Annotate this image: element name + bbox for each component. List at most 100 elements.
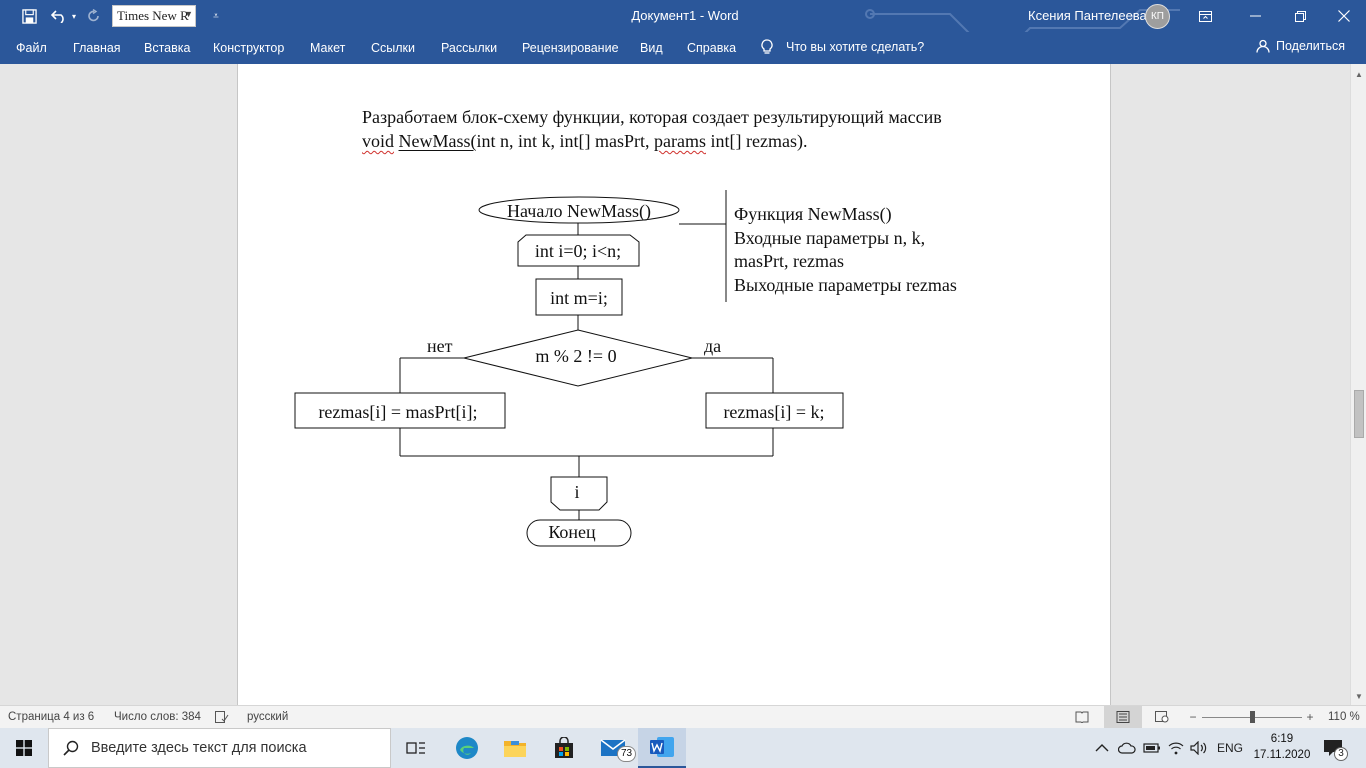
tell-me-label: Что вы хотите сделать? [786,40,925,54]
ribbon-display-options-icon[interactable] [1186,0,1224,32]
save-icon[interactable] [16,0,42,32]
loop-end-label: i [574,482,579,502]
windows-start-icon[interactable] [0,728,48,768]
page-count[interactable]: Страница 4 из 6 [8,711,95,723]
word-void: void [362,131,395,151]
avatar[interactable]: КП [1145,4,1170,29]
search-placeholder: Введите здесь текст для поиска [91,740,307,756]
loop-end-block[interactable] [550,476,608,511]
condition-diamond[interactable] [463,329,693,387]
read-mode-icon[interactable] [1074,709,1090,725]
condition-label: m % 2 != 0 [535,346,616,366]
zoom-in-icon[interactable]: + [1306,710,1314,724]
tab-references[interactable]: Ссылки [371,41,416,55]
wifi-icon[interactable] [1168,728,1184,768]
comment-line-1: Функция NewMass() [734,204,892,225]
chevron-down-icon[interactable]: ▼ [184,9,193,19]
document-title: Документ1 - Word [631,8,739,23]
yes-label: да [704,336,721,356]
assign-block[interactable] [535,278,623,316]
comment-line-4: Выходные параметры rezmas [734,275,957,295]
customize-qat-icon[interactable]: ⩡ [213,10,219,22]
yes-branch-label: rezmas[i] = k; [723,402,824,422]
clock[interactable]: 6:19 17.11.2020 [1252,731,1312,763]
notification-center-icon[interactable]: 3 [1323,728,1348,768]
onedrive-icon[interactable] [1118,728,1136,768]
font-name-box[interactable]: Times New R ▼ [112,5,196,27]
tab-file[interactable]: Файл [16,41,47,55]
text-args-end: int[] rezmas). [710,131,808,151]
volume-icon[interactable] [1190,728,1208,768]
show-hidden-icons-icon[interactable] [1095,728,1109,768]
tab-insert[interactable]: Вставка [144,41,191,55]
zoom-out-icon[interactable]: − [1189,710,1197,724]
undo-dropdown-icon[interactable]: ▾ [71,11,76,21]
taskbar-search-box[interactable]: Введите здесь текст для поиска [48,728,391,768]
search-icon [63,740,79,756]
tab-layout[interactable]: Макет [310,41,346,55]
paragraph-line-2[interactable]: void NewMass(int n, int k, int[] masPrt,… [362,131,807,152]
edge-browser-icon[interactable] [443,728,491,768]
comment-line-2: Входные параметры n, k, [734,228,925,248]
mail-badge: 73 [617,746,637,762]
document-page[interactable]: Разработаем блок-схему функции, которая … [237,64,1111,705]
scroll-thumb[interactable] [1354,390,1364,438]
no-branch-label: rezmas[i] = masPrt[i]; [318,402,477,422]
share-label: Поделиться [1276,39,1346,53]
word-newmass: NewMass( [398,131,477,151]
undo-icon[interactable] [48,0,70,32]
text-args: int n, int k, int[] masPrt, [476,131,650,151]
tab-view[interactable]: Вид [640,41,663,55]
proofing-icon[interactable] [214,709,230,725]
print-layout-icon[interactable] [1104,706,1142,728]
word-params: params [654,131,706,151]
tab-review[interactable]: Рецензирование [522,41,619,55]
ribbon-tabs: Файл Главная Вставка Конструктор Макет С… [0,32,1366,64]
share-button[interactable]: Поделиться [1256,39,1345,53]
zoom-level[interactable]: 110 % [1328,711,1360,723]
paragraph-line-1[interactable]: Разработаем блок-схему функции, которая … [362,107,942,127]
task-view-icon[interactable] [392,728,440,768]
flowchart[interactable]: Начало NewMass() int i=0; i<n; int m=i; … [238,64,1112,705]
document-area[interactable]: Разработаем блок-схему функции, которая … [0,64,1350,705]
assign-label: int m=i; [550,288,608,308]
loop-start-block[interactable] [517,234,640,267]
comment-line-3: masPrt, rezmas [734,251,844,271]
tab-design[interactable]: Конструктор [213,41,285,55]
tell-me-box[interactable]: Что вы хотите сделать? [760,39,924,55]
clock-time: 6:19 [1270,733,1294,745]
no-branch-block[interactable] [294,392,506,429]
end-label: Конец [548,522,596,542]
redo-icon[interactable] [84,0,104,32]
tab-home[interactable]: Главная [73,41,121,55]
zoom-slider-thumb[interactable] [1250,711,1255,723]
font-name-value: Times New R [117,8,189,23]
language-indicator[interactable]: русский [247,711,289,723]
file-explorer-icon[interactable] [491,728,539,768]
web-layout-icon[interactable] [1154,709,1170,725]
loop-start-label: int i=0; i<n; [535,241,621,261]
mail-icon[interactable]: 73 [589,728,637,768]
word-count[interactable]: Число слов: 384 [114,711,201,723]
store-icon[interactable] [540,728,588,768]
restore-icon[interactable] [1278,0,1322,32]
end-terminator[interactable] [526,519,632,547]
notification-badge: 3 [1334,747,1348,761]
user-name[interactable]: Ксения Пантелеева [1028,8,1147,23]
tab-mailings[interactable]: Рассылки [441,41,498,55]
input-language[interactable]: ENG [1217,741,1244,755]
close-icon[interactable] [1322,0,1366,32]
word-taskbar-icon[interactable] [638,728,686,768]
scroll-down-icon[interactable]: ▼ [1355,691,1363,701]
start-terminator[interactable] [478,196,680,224]
scroll-up-icon[interactable]: ▲ [1355,69,1363,79]
no-label: нет [427,336,453,356]
title-bar: ▾ Times New R ▼ ⩡ Документ1 - Word Ксени… [0,0,1366,61]
vertical-scrollbar[interactable]: ▲ ▼ [1350,64,1366,705]
battery-icon[interactable] [1143,728,1161,768]
yes-branch-block[interactable] [705,392,844,429]
person-icon [1256,39,1270,53]
minimize-icon[interactable] [1232,0,1278,32]
tab-help[interactable]: Справка [687,41,737,55]
